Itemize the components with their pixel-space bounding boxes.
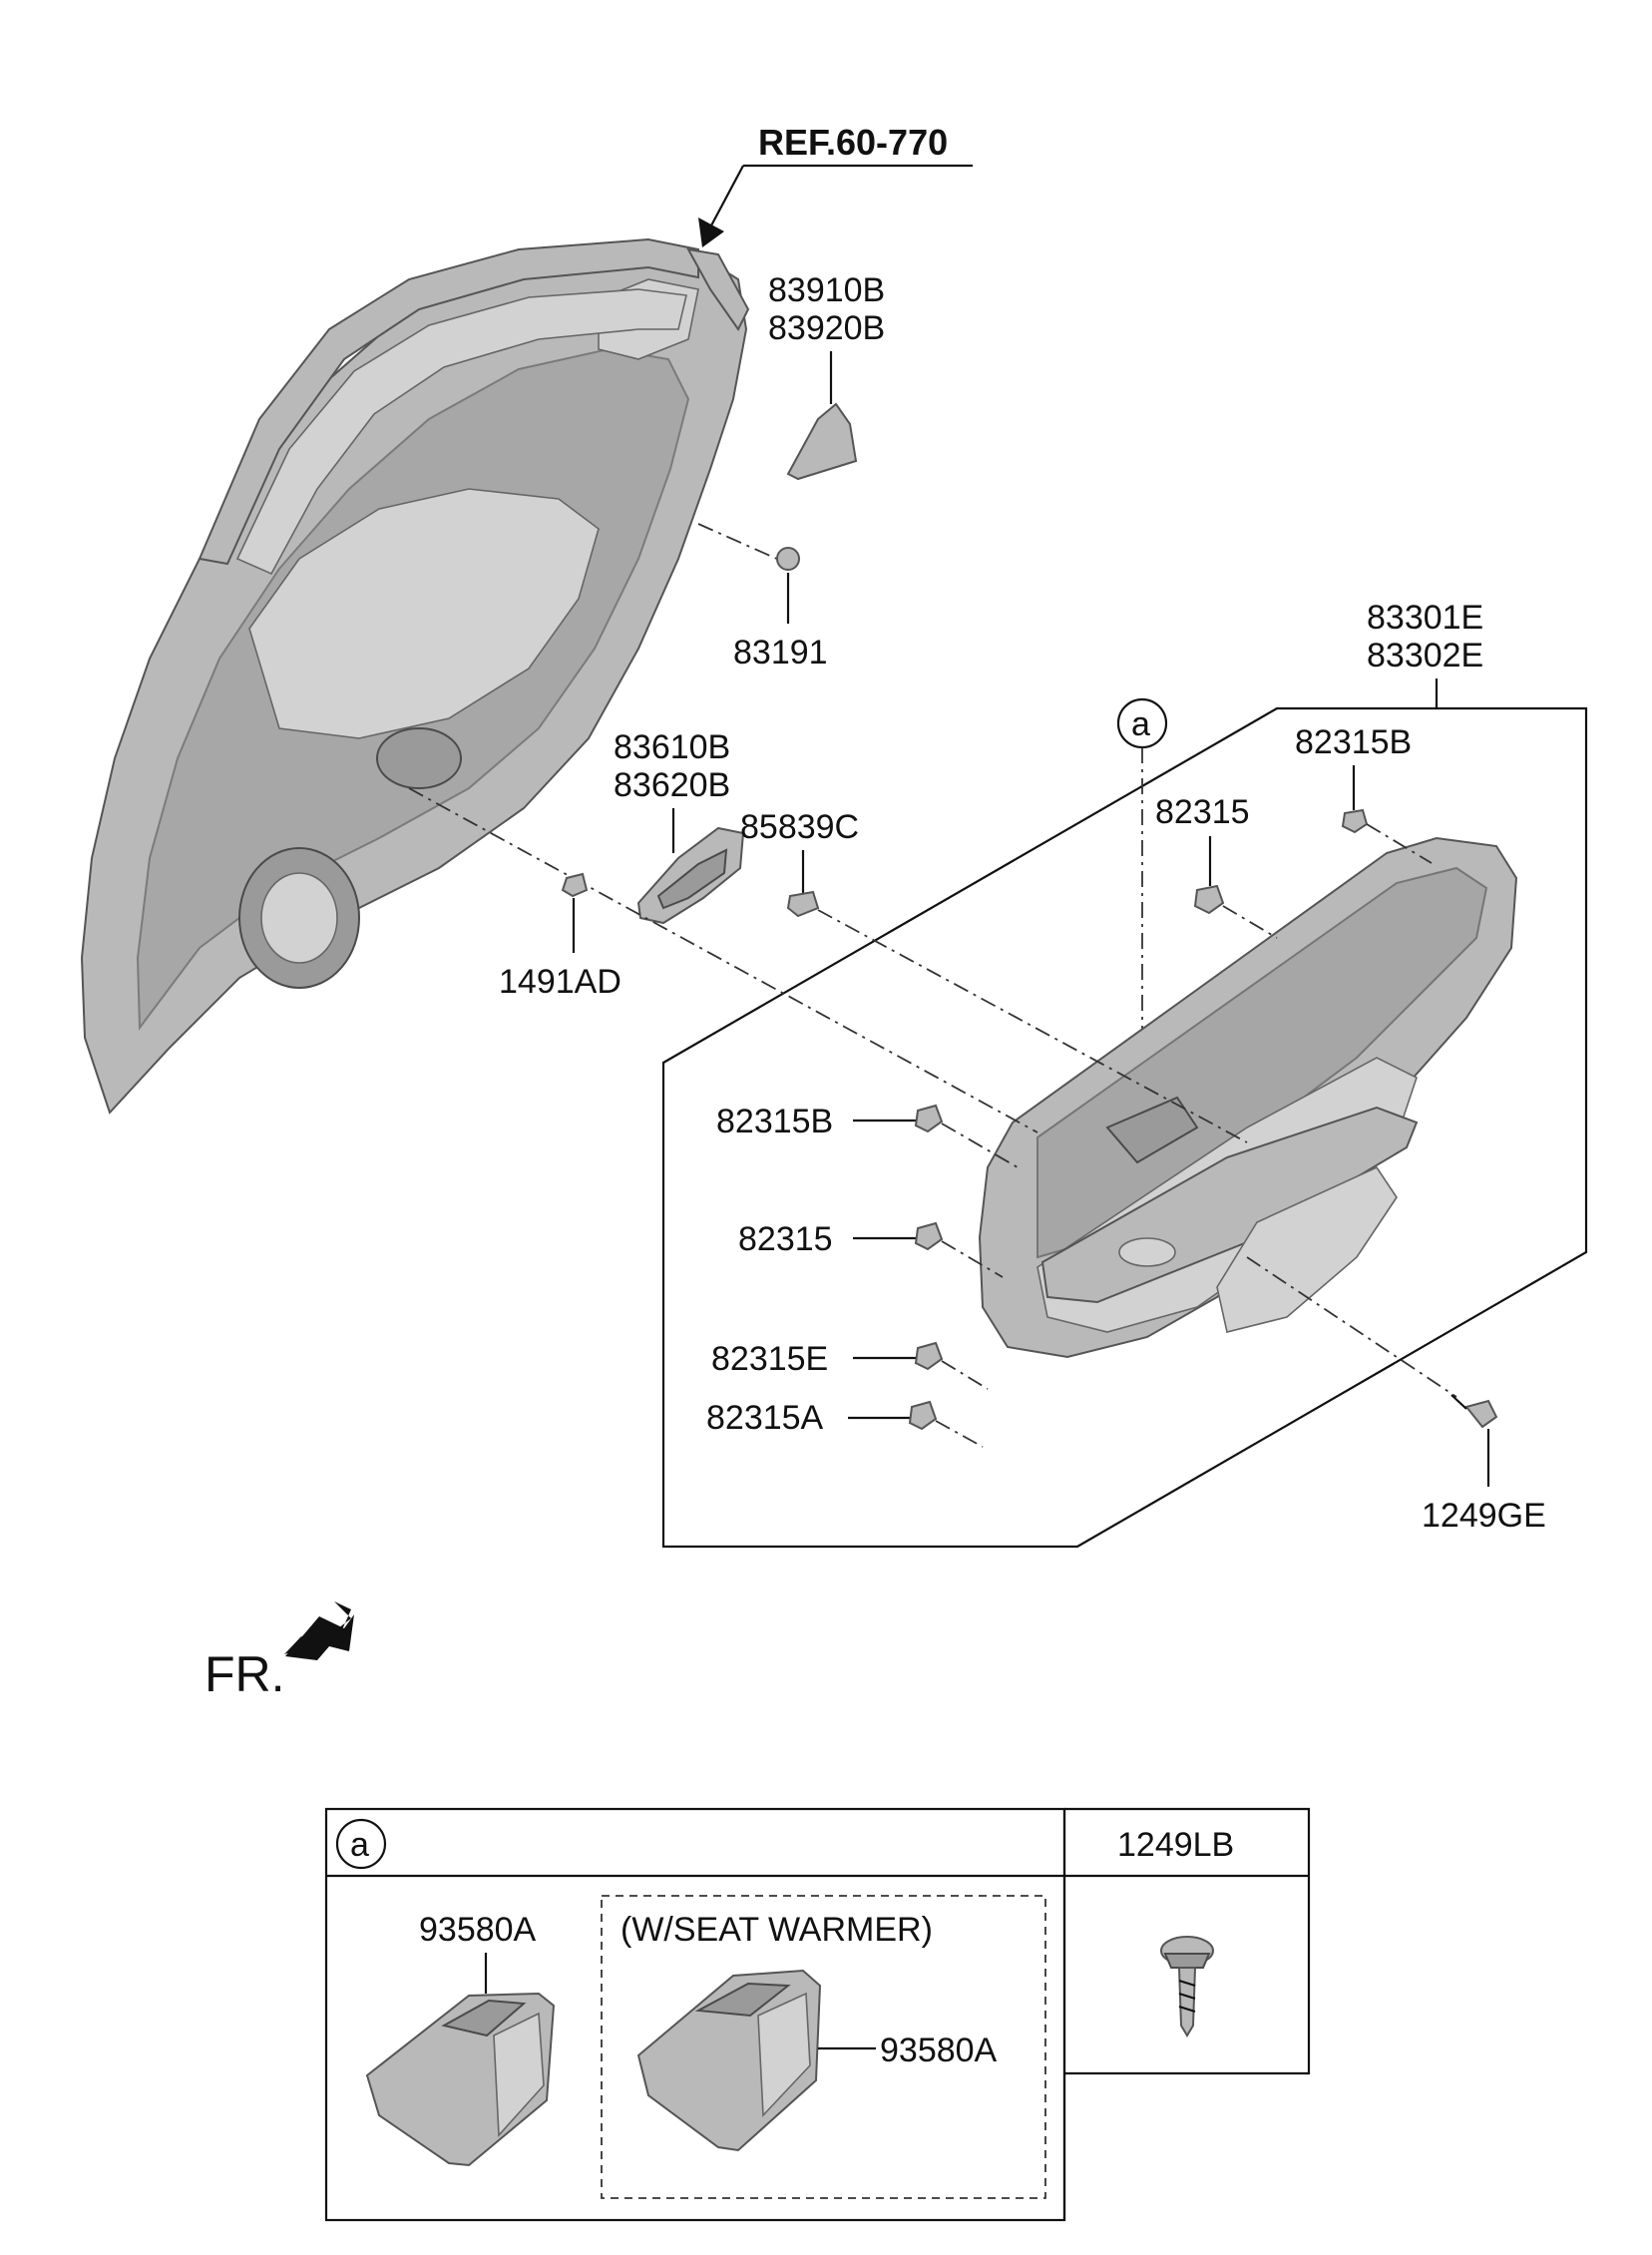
inside-handle: 83610B 83620B <box>614 728 745 925</box>
label-82315B-left: 82315B <box>716 1103 833 1140</box>
label-1249GE: 1249GE <box>1422 1497 1546 1535</box>
clip-1491AD: 1491AD <box>408 787 1038 1133</box>
front-direction-indicator: FR. <box>205 1601 354 1702</box>
garnish-83910B: 83910B 83920B <box>768 271 885 481</box>
label-83301E: 83301E <box>1367 599 1483 637</box>
screw-1249LB-icon <box>1160 1936 1214 2037</box>
ref-arrow-icon <box>698 218 724 247</box>
label-83920B: 83920B <box>768 309 885 347</box>
label-83910B: 83910B <box>768 271 885 309</box>
label-82315E: 82315E <box>711 1340 828 1378</box>
label-seat-warmer: (W/SEAT WARMER) <box>620 1911 933 1949</box>
label-85839C: 85839C <box>740 808 859 846</box>
table-header-a: a <box>350 1826 369 1864</box>
clip-85839C: 85839C <box>740 808 1248 1143</box>
label-83610B: 83610B <box>614 728 730 766</box>
label-83191: 83191 <box>733 634 828 672</box>
seat-warmer-box <box>601 1895 1046 2199</box>
label-82315-top: 82315 <box>1155 793 1250 831</box>
label-82315A: 82315A <box>706 1399 824 1437</box>
table-a-circle <box>335 1818 387 1870</box>
label-1491AD: 1491AD <box>499 963 621 1001</box>
label-83302E: 83302E <box>1367 637 1483 675</box>
fr-label: FR. <box>205 1646 285 1702</box>
label-82315B-top: 82315B <box>1295 723 1412 761</box>
label-93580A-left: 93580A <box>419 1911 537 1949</box>
ref-label: REF.60-770 <box>758 122 948 163</box>
label-83620B: 83620B <box>614 766 730 804</box>
trim-panel-assembly: 83301E 83302E a 82315B 82315 82315B 8231… <box>661 599 1588 1549</box>
label-93580A-right: 93580A <box>880 2031 998 2069</box>
table-header-1249LB: 1249LB <box>1117 1826 1234 1864</box>
plug-83191: 83191 <box>697 523 828 672</box>
ref-callout: REF.60-770 <box>698 122 973 247</box>
door-inner-panel <box>80 237 750 1115</box>
callout-a-label: a <box>1131 705 1150 743</box>
switch-table: a 1249LB 93580A (W/SEAT WARMER) 93580A <box>324 1807 1311 2222</box>
label-82315-left: 82315 <box>738 1220 833 1258</box>
